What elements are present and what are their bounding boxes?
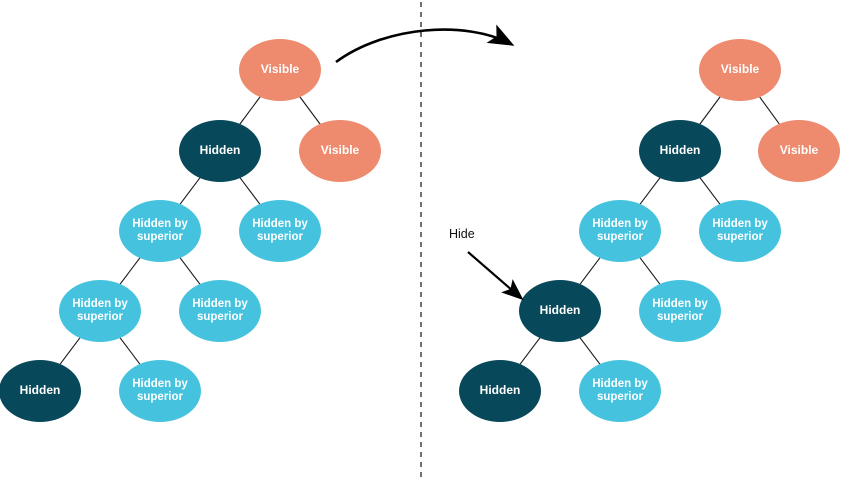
hide-action-label: Hide (449, 227, 475, 241)
tree-node-visible[interactable]: Visible (758, 120, 840, 182)
tree-node-visible[interactable]: Visible (299, 120, 381, 182)
transition-curved-arrow (335, 24, 515, 64)
tree-node-superior[interactable]: Hidden by superior (179, 280, 261, 342)
tree-edge (698, 95, 722, 126)
tree-edge (758, 96, 781, 125)
left-tree-edges (59, 95, 322, 366)
tree-node-superior[interactable]: Hidden by superior (579, 200, 661, 262)
tree-edge (579, 336, 601, 366)
tree-edge (519, 336, 541, 366)
tree-node-label: Hidden by superior (592, 377, 648, 403)
tree-node-superior[interactable]: Hidden by superior (239, 200, 321, 262)
tree-node-visible[interactable]: Visible (699, 39, 781, 101)
tree-edge (239, 176, 261, 206)
tree-edge (639, 176, 661, 206)
tree-node-visible[interactable]: Visible (239, 39, 321, 101)
tree-node-hidden[interactable]: Hidden (0, 360, 81, 422)
tree-edge (119, 256, 141, 286)
tree-edge (238, 95, 262, 126)
tree-node-label: Hidden by superior (132, 377, 188, 403)
tree-node-label: Visible (779, 143, 819, 158)
tree-node-label: Hidden (659, 143, 701, 158)
tree-node-hidden[interactable]: Hidden (179, 120, 261, 182)
tree-node-label: Hidden by superior (252, 217, 308, 243)
hide-action-arrow (467, 251, 524, 301)
tree-node-label: Hidden (199, 143, 241, 158)
tree-edge (119, 336, 141, 366)
tree-node-hidden[interactable]: Hidden (519, 280, 601, 342)
tree-node-label: Hidden by superior (192, 297, 248, 323)
tree-node-label: Hidden by superior (712, 217, 768, 243)
tree-node-label: Hidden by superior (652, 297, 708, 323)
tree-node-superior[interactable]: Hidden by superior (59, 280, 141, 342)
tree-node-hidden[interactable]: Hidden (639, 120, 721, 182)
tree-edge (298, 95, 322, 126)
tree-edge (179, 256, 201, 286)
tree-edge (699, 176, 721, 206)
tree-node-superior[interactable]: Hidden by superior (119, 200, 201, 262)
tree-node-label: Hidden (539, 303, 581, 318)
tree-node-label: Hidden by superior (72, 297, 128, 323)
right-tree-edges (519, 95, 781, 366)
tree-node-label: Hidden by superior (132, 217, 188, 243)
tree-node-label: Visible (320, 143, 360, 158)
tree-node-superior[interactable]: Hidden by superior (639, 280, 721, 342)
tree-node-label: Hidden (19, 383, 61, 398)
tree-edge (59, 336, 81, 366)
tree-node-superior[interactable]: Hidden by superior (579, 360, 661, 422)
tree-node-superior[interactable]: Hidden by superior (699, 200, 781, 262)
tree-node-superior[interactable]: Hidden by superior (119, 360, 201, 422)
tree-node-hidden[interactable]: Hidden (459, 360, 541, 422)
tree-edge (579, 256, 601, 286)
tree-node-label: Visible (260, 62, 300, 77)
tree-edge (639, 256, 661, 286)
tree-node-label: Hidden by superior (592, 217, 648, 243)
tree-node-label: Visible (720, 62, 760, 77)
tree-node-label: Hidden (479, 383, 521, 398)
tree-edge (179, 176, 201, 206)
